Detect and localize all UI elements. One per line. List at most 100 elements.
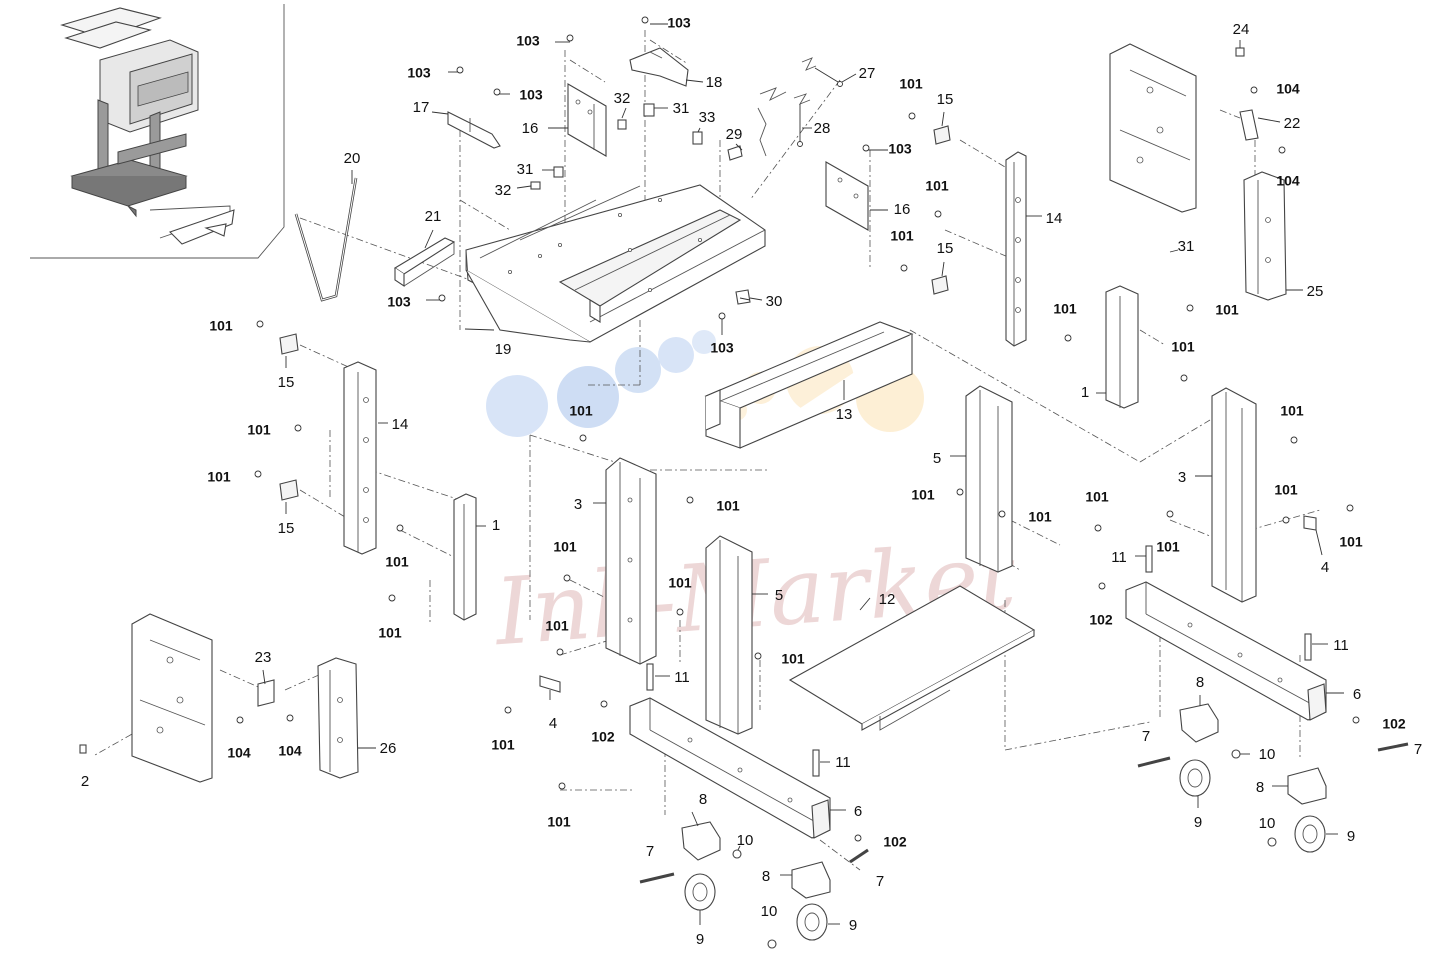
pins-11	[646, 545, 1312, 777]
callout-label: 31	[673, 100, 690, 117]
callout-label: 8	[762, 868, 770, 885]
callout-label: 5	[933, 450, 941, 467]
callout-label: 101	[668, 575, 692, 591]
callout-label: 9	[696, 931, 704, 948]
callout-label: 16	[894, 201, 911, 218]
callout-label: 101	[1085, 489, 1109, 505]
callout-label: 8	[699, 791, 707, 808]
callout-label: 13	[836, 406, 853, 423]
bracket-17	[447, 111, 501, 149]
bracket-21	[393, 237, 456, 288]
callout-label: 20	[344, 150, 361, 167]
callout-label: 10	[1259, 746, 1276, 763]
screws	[236, 16, 1360, 842]
callout-label: 22	[1284, 115, 1301, 132]
callout-label: 102	[591, 729, 615, 745]
callout-label: 101	[545, 618, 569, 634]
assembly-overview-inset	[30, 4, 285, 259]
callout-label: 101	[925, 178, 949, 194]
callout-label: 3	[1178, 469, 1186, 486]
rail-14-left	[343, 361, 377, 555]
base-plate-12	[788, 585, 1036, 731]
callout-label: 8	[1256, 779, 1264, 796]
callout-label: 15	[937, 91, 954, 108]
callout-label: 101	[491, 737, 515, 753]
callout-label: 101	[1053, 301, 1077, 317]
callout-label: 101	[247, 422, 271, 438]
callout-label: 30	[766, 293, 783, 310]
callout-label: 101	[1339, 534, 1363, 550]
callout-label: 101	[716, 498, 740, 514]
callout-label: 33	[699, 109, 716, 126]
hinges-15-right	[931, 125, 951, 295]
callout-label: 101	[385, 554, 409, 570]
callout-label: 31	[1178, 238, 1195, 255]
callout-label: 103	[516, 33, 540, 49]
callout-label: 7	[1142, 728, 1150, 745]
post-1-left	[453, 493, 477, 621]
top-frame-plate	[465, 184, 766, 343]
callout-label: 29	[726, 126, 743, 143]
callout-label: 102	[1089, 612, 1113, 628]
callout-label: 26	[380, 740, 397, 757]
callout-label: 18	[706, 74, 723, 91]
callout-label: 101	[378, 625, 402, 641]
callout-label: 103	[407, 65, 431, 81]
callout-label: 104	[1276, 81, 1300, 97]
callout-label: 101	[1156, 539, 1180, 555]
callout-label: 101	[1171, 339, 1195, 355]
callout-label: 3	[574, 496, 582, 513]
callout-label: 23	[255, 649, 272, 666]
post-1-right	[1105, 285, 1139, 409]
callout-label: 28	[814, 120, 831, 137]
post-3-center	[605, 457, 657, 665]
callout-label: 101	[899, 76, 923, 92]
post-3-right	[1211, 387, 1257, 603]
callout-label: 7	[646, 843, 654, 860]
wire-handle-20	[294, 177, 358, 302]
callout-label: 15	[278, 520, 295, 537]
callout-label: 10	[1259, 815, 1276, 832]
callout-label: 14	[392, 416, 409, 433]
callout-label: 103	[888, 141, 912, 157]
caster-brackets-8	[681, 703, 1327, 899]
callout-leader-lines	[262, 23, 1344, 925]
callout-label: 24	[1233, 21, 1250, 38]
axles-7	[639, 742, 1409, 884]
hinges-15-left	[279, 333, 299, 501]
callout-label: 4	[549, 715, 557, 732]
plate-16-right	[825, 161, 869, 231]
callout-label: 102	[1382, 716, 1406, 732]
callout-label: 104	[227, 745, 251, 761]
base-beam-6-right	[1125, 581, 1327, 721]
callout-label: 11	[674, 669, 690, 686]
callout-label: 4	[1321, 559, 1329, 576]
casters-9	[684, 759, 1326, 941]
callout-label: 101	[553, 539, 577, 555]
callout-label: 103	[710, 340, 734, 356]
callout-label: 103	[519, 87, 543, 103]
callout-label: 25	[1307, 283, 1324, 300]
callout-label: 101	[1280, 403, 1304, 419]
callout-label: 16	[522, 120, 539, 137]
side-frame-lower-left	[79, 613, 359, 783]
callout-label: 11	[835, 754, 851, 771]
callout-label: 10	[737, 832, 754, 849]
callout-label: 9	[849, 917, 857, 934]
callout-label: 9	[1347, 828, 1355, 845]
callout-label: 32	[495, 182, 512, 199]
cross-rail-13	[704, 321, 914, 449]
callout-label: 6	[1353, 686, 1361, 703]
springs-27-28	[757, 57, 843, 157]
callout-label: 101	[1028, 509, 1052, 525]
callout-label: 101	[547, 814, 571, 830]
callout-label: 101	[781, 651, 805, 667]
callout-label: 9	[1194, 814, 1202, 831]
callout-label: 1	[492, 517, 500, 534]
callout-label: 14	[1046, 210, 1063, 227]
callout-label: 102	[883, 834, 907, 850]
callout-label: 101	[207, 469, 231, 485]
callout-label: 104	[1276, 173, 1300, 189]
callout-label: 19	[495, 341, 512, 358]
